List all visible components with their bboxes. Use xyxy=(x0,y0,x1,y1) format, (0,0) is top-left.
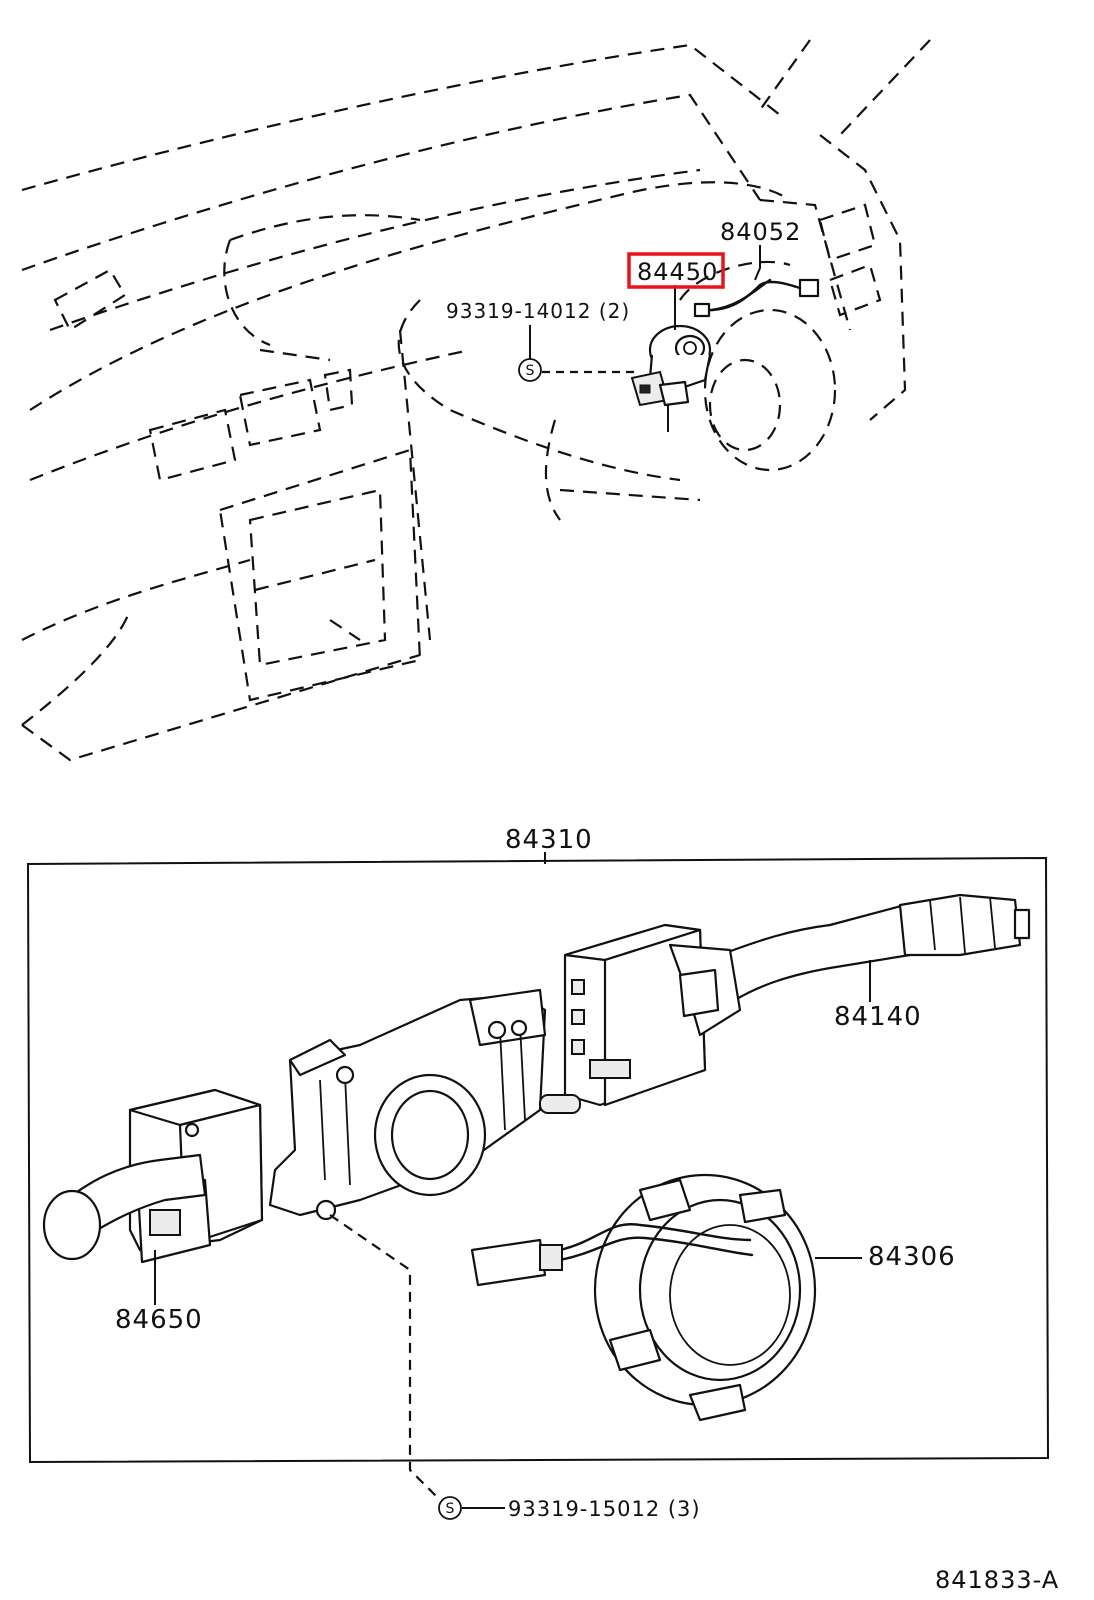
label-84310: 84310 xyxy=(505,825,593,855)
wire-harness-84052 xyxy=(693,278,820,318)
screw-marker-upper: S xyxy=(518,325,640,382)
assembly-frame xyxy=(26,856,1050,1464)
label-84306: 84306 xyxy=(868,1242,956,1272)
label-screw-lower: 93319-15012 (3) xyxy=(508,1497,701,1521)
label-screw-upper: 93319-14012 (2) xyxy=(446,299,630,323)
svg-text:S: S xyxy=(446,1501,455,1517)
leader-84052 xyxy=(754,245,761,281)
figure-code: 841833-A xyxy=(935,1566,1059,1594)
switch-body-bracket xyxy=(268,988,581,1501)
svg-text:S: S xyxy=(526,363,535,379)
spiral-cable-84306 xyxy=(470,1173,862,1422)
label-84052: 84052 xyxy=(720,218,801,246)
screw-marker-lower: S xyxy=(438,1496,505,1520)
label-84650: 84650 xyxy=(115,1305,203,1335)
light-switch-84650 xyxy=(42,1088,264,1305)
dashboard-outline xyxy=(21,39,931,762)
label-84450: 84450 xyxy=(637,258,718,286)
key-cylinder-illustration xyxy=(630,324,712,432)
label-84140: 84140 xyxy=(834,1002,922,1032)
highlight-box-84450 xyxy=(627,252,725,289)
wiper-switch-84140 xyxy=(563,893,1031,1107)
